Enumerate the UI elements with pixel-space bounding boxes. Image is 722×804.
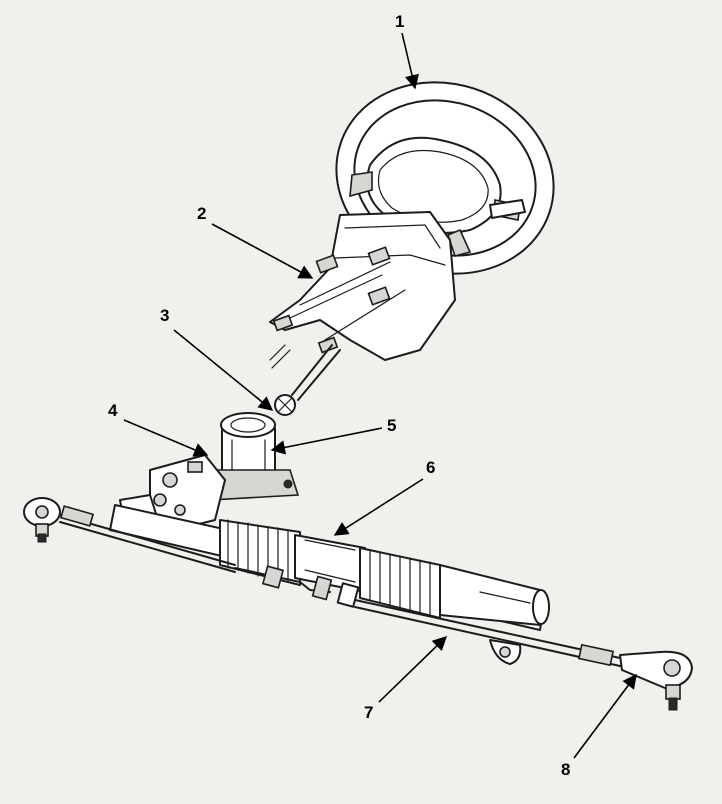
- tie-rod-end-left: [23, 497, 61, 543]
- left-boot: [219, 519, 301, 586]
- tie-rod-inner: [234, 565, 360, 608]
- callout-4-label: 4: [108, 401, 118, 420]
- callout-2-label: 2: [197, 204, 206, 223]
- callout-4: 4: [108, 401, 209, 457]
- callout-3: 3: [160, 306, 274, 411]
- steering-rack: [109, 504, 550, 665]
- callout-1: 1: [395, 12, 420, 90]
- callout-8-label: 8: [561, 760, 570, 779]
- callout-5: 5: [270, 416, 396, 455]
- eps-motor: [204, 412, 300, 501]
- tie-rod-right: [354, 599, 621, 667]
- callout-5-label: 5: [387, 416, 396, 435]
- callout-7: 7: [364, 635, 448, 722]
- callout-7-label: 7: [364, 703, 373, 722]
- tie-rod-end-right: [619, 650, 693, 711]
- callout-1-label: 1: [395, 12, 404, 31]
- callout-6-label: 6: [426, 458, 435, 477]
- callout-6: 6: [333, 458, 435, 536]
- right-boot: [359, 547, 441, 619]
- callout-2: 2: [197, 204, 314, 279]
- tie-rod-left: [59, 505, 236, 573]
- callout-3-label: 3: [160, 306, 169, 325]
- callout-8: 8: [561, 673, 637, 779]
- steering-column: [269, 211, 456, 416]
